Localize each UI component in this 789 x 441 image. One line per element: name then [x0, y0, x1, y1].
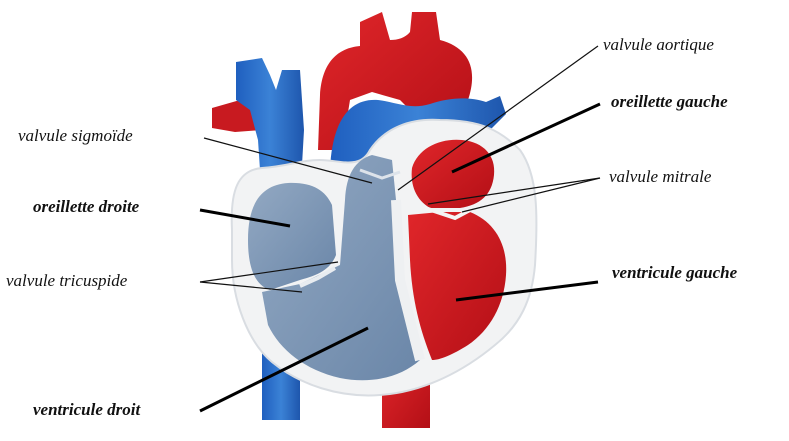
label-ventricule-droit: ventricule droit — [33, 401, 140, 418]
label-oreillette-gauche: oreillette gauche — [611, 93, 728, 110]
label-valvule-mitrale: valvule mitrale — [609, 168, 711, 185]
label-valvule-tricuspide: valvule tricuspide — [6, 272, 127, 289]
label-ventricule-gauche: ventricule gauche — [612, 264, 737, 281]
label-valvule-aortique: valvule aortique — [603, 36, 714, 53]
label-valvule-sigmoide: valvule sigmoïde — [18, 127, 133, 144]
label-oreillette-droite: oreillette droite — [33, 198, 139, 215]
